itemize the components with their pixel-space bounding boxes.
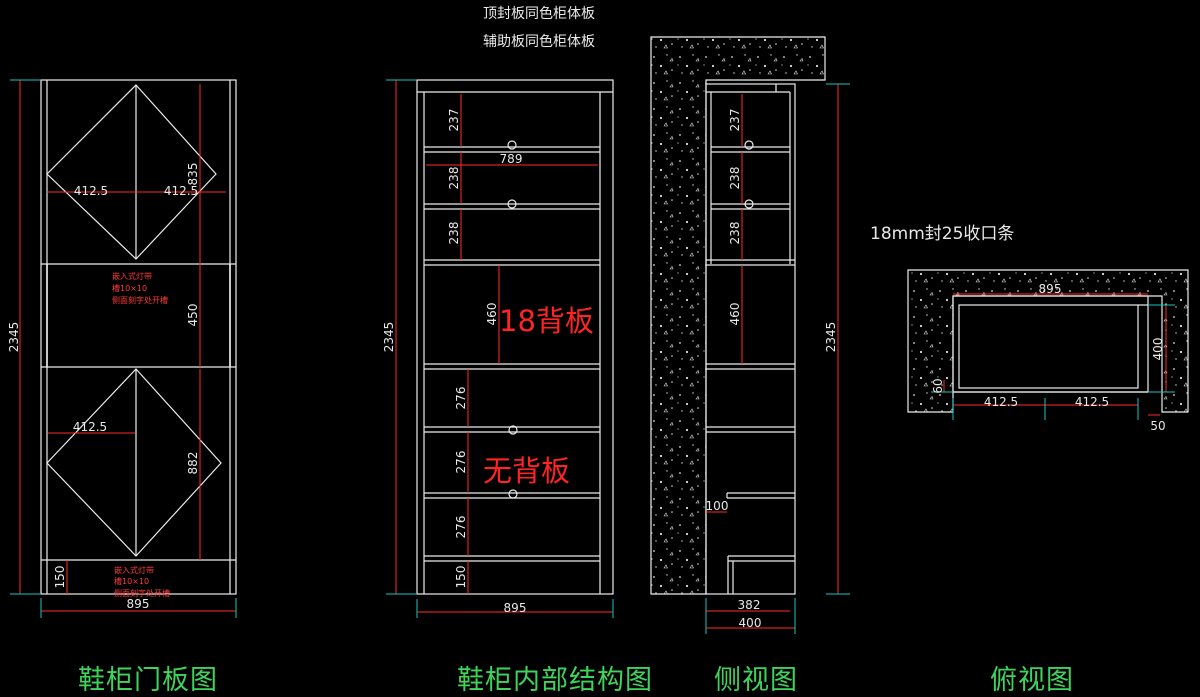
top-width-dim: 895 bbox=[1039, 282, 1062, 296]
side-cabinet-outline bbox=[705, 83, 796, 595]
internal-gap-1: 237 bbox=[447, 109, 461, 132]
svg-text:嵌入式灯带: 嵌入式灯带 bbox=[114, 565, 154, 575]
door-lower-dim: 882 bbox=[186, 452, 200, 475]
aux-panel-note: 辅助板同色柜体板 bbox=[483, 34, 595, 50]
internal-gap-6: 276 bbox=[454, 451, 468, 474]
light-strip-note-upper: 嵌入式灯带 槽10×10 侧面刻字处开槽 bbox=[112, 271, 168, 305]
side-gap-1: 237 bbox=[728, 109, 742, 132]
door-leaf-upper-left-dim: 412.5 bbox=[74, 184, 108, 198]
svg-text:嵌入式灯带: 嵌入式灯带 bbox=[112, 271, 152, 281]
caption-top-view: 俯视图 bbox=[990, 665, 1074, 696]
internal-dimensions bbox=[395, 80, 613, 613]
top-cabinet-outline bbox=[952, 295, 1149, 393]
no-back-panel-label: 无背板 bbox=[483, 454, 571, 488]
back-panel-label: 18背板 bbox=[499, 304, 594, 338]
side-gap-2: 238 bbox=[728, 167, 742, 190]
top-half-left-dim: 412.5 bbox=[984, 395, 1018, 409]
side-view bbox=[650, 36, 826, 595]
door-dimensions bbox=[19, 80, 236, 612]
internal-gap-7: 276 bbox=[454, 516, 468, 539]
svg-text:侧面刻字处开槽: 侧面刻字处开槽 bbox=[112, 295, 168, 305]
svg-text:槽10×10: 槽10×10 bbox=[112, 283, 147, 293]
side-dimensions bbox=[706, 84, 839, 629]
internal-gap-8: 150 bbox=[454, 566, 468, 589]
side-gap-4: 460 bbox=[728, 303, 742, 326]
edge-strip-note: 18mm封25收口条 bbox=[870, 224, 1015, 244]
svg-text:侧面刻字处开槽: 侧面刻字处开槽 bbox=[114, 588, 170, 598]
side-depth-inner-dim: 382 bbox=[738, 598, 761, 612]
caption-side-view: 侧视图 bbox=[714, 665, 798, 696]
internal-shelf-width-dim: 789 bbox=[500, 152, 523, 166]
top-dimensions bbox=[943, 293, 1167, 416]
side-depth-outer-dim: 400 bbox=[739, 616, 762, 630]
caption-door-view: 鞋柜门板图 bbox=[78, 665, 218, 696]
internal-height-dim: 2345 bbox=[382, 322, 396, 353]
side-step-dim: 100 bbox=[706, 499, 729, 513]
door-leaf-upper-right-dim: 412.5 bbox=[164, 184, 198, 198]
top-side-60-dim: 60 bbox=[931, 378, 945, 393]
internal-width-dim: 895 bbox=[504, 601, 527, 615]
door-upper-dim: 835 bbox=[186, 163, 200, 186]
caption-internal-view: 鞋柜内部结构图 bbox=[457, 665, 653, 696]
internal-elevation bbox=[416, 79, 614, 595]
side-gap-3: 238 bbox=[728, 222, 742, 245]
top-wall-hatch bbox=[907, 269, 1189, 413]
side-height-dim: 2345 bbox=[824, 322, 838, 353]
door-leaf-lower-dim: 412.5 bbox=[73, 420, 107, 434]
top-half-right-dim: 412.5 bbox=[1075, 395, 1109, 409]
door-height-dim: 2345 bbox=[7, 322, 21, 353]
internal-gap-2: 238 bbox=[447, 167, 461, 190]
door-niche-dim: 450 bbox=[186, 304, 200, 327]
top-edge-50-dim: 50 bbox=[1150, 419, 1165, 433]
top-depth-dim: 400 bbox=[1151, 338, 1165, 361]
internal-gap-4: 460 bbox=[485, 303, 499, 326]
door-cabinet-outline bbox=[40, 79, 237, 595]
svg-text:槽10×10: 槽10×10 bbox=[114, 576, 149, 586]
top-view bbox=[907, 269, 1189, 413]
internal-gap-3: 238 bbox=[447, 222, 461, 245]
door-width-dim: 895 bbox=[127, 597, 150, 611]
internal-gap-5: 276 bbox=[454, 387, 468, 410]
top-panel-note: 顶封板同色柜体板 bbox=[483, 6, 595, 22]
light-strip-note-lower: 嵌入式灯带 槽10×10 侧面刻字处开槽 bbox=[114, 565, 170, 598]
internal-cabinet-outline bbox=[416, 79, 614, 595]
side-wall-hatch bbox=[650, 36, 826, 595]
door-elevation bbox=[40, 79, 237, 595]
door-base-dim: 150 bbox=[53, 566, 67, 589]
internal-shelves bbox=[424, 146, 600, 562]
